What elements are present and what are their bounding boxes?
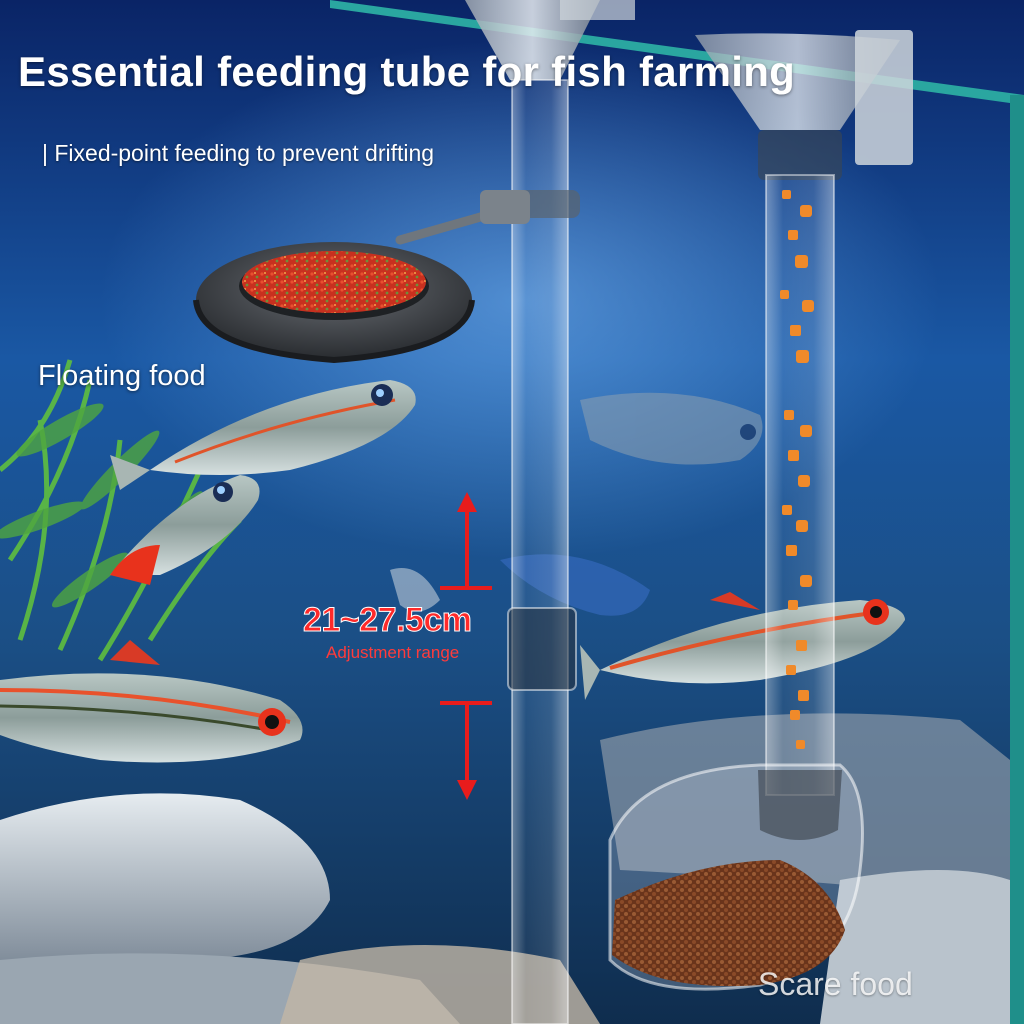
neon-tetra-fish-bottom	[0, 640, 303, 763]
adjustment-range-caption: Adjustment range	[326, 643, 460, 662]
subtitle: | Fixed-point feeding to prevent driftin…	[42, 140, 435, 166]
arrow-up-head	[457, 492, 477, 512]
sinking-food-label: Scare food	[758, 966, 913, 1002]
floating-feeding-ring	[193, 190, 530, 364]
adjustable-feeding-tube	[465, 0, 635, 1024]
neon-tetra-fish-top	[110, 380, 416, 490]
tank-frame-right	[1010, 95, 1024, 1024]
floating-food-label: Floating food	[38, 360, 206, 392]
arrow-down-head	[457, 780, 477, 800]
falling-pellets	[780, 190, 814, 749]
sinking-feeding-tube	[608, 30, 913, 991]
neon-tetra-fish-small	[110, 475, 260, 585]
adjustment-range-value: 21~27.5cm	[303, 601, 473, 640]
page-title: Essential feeding tube for fish farming	[18, 48, 796, 95]
adjustment-arrows	[440, 492, 492, 800]
background-fish	[390, 392, 763, 616]
